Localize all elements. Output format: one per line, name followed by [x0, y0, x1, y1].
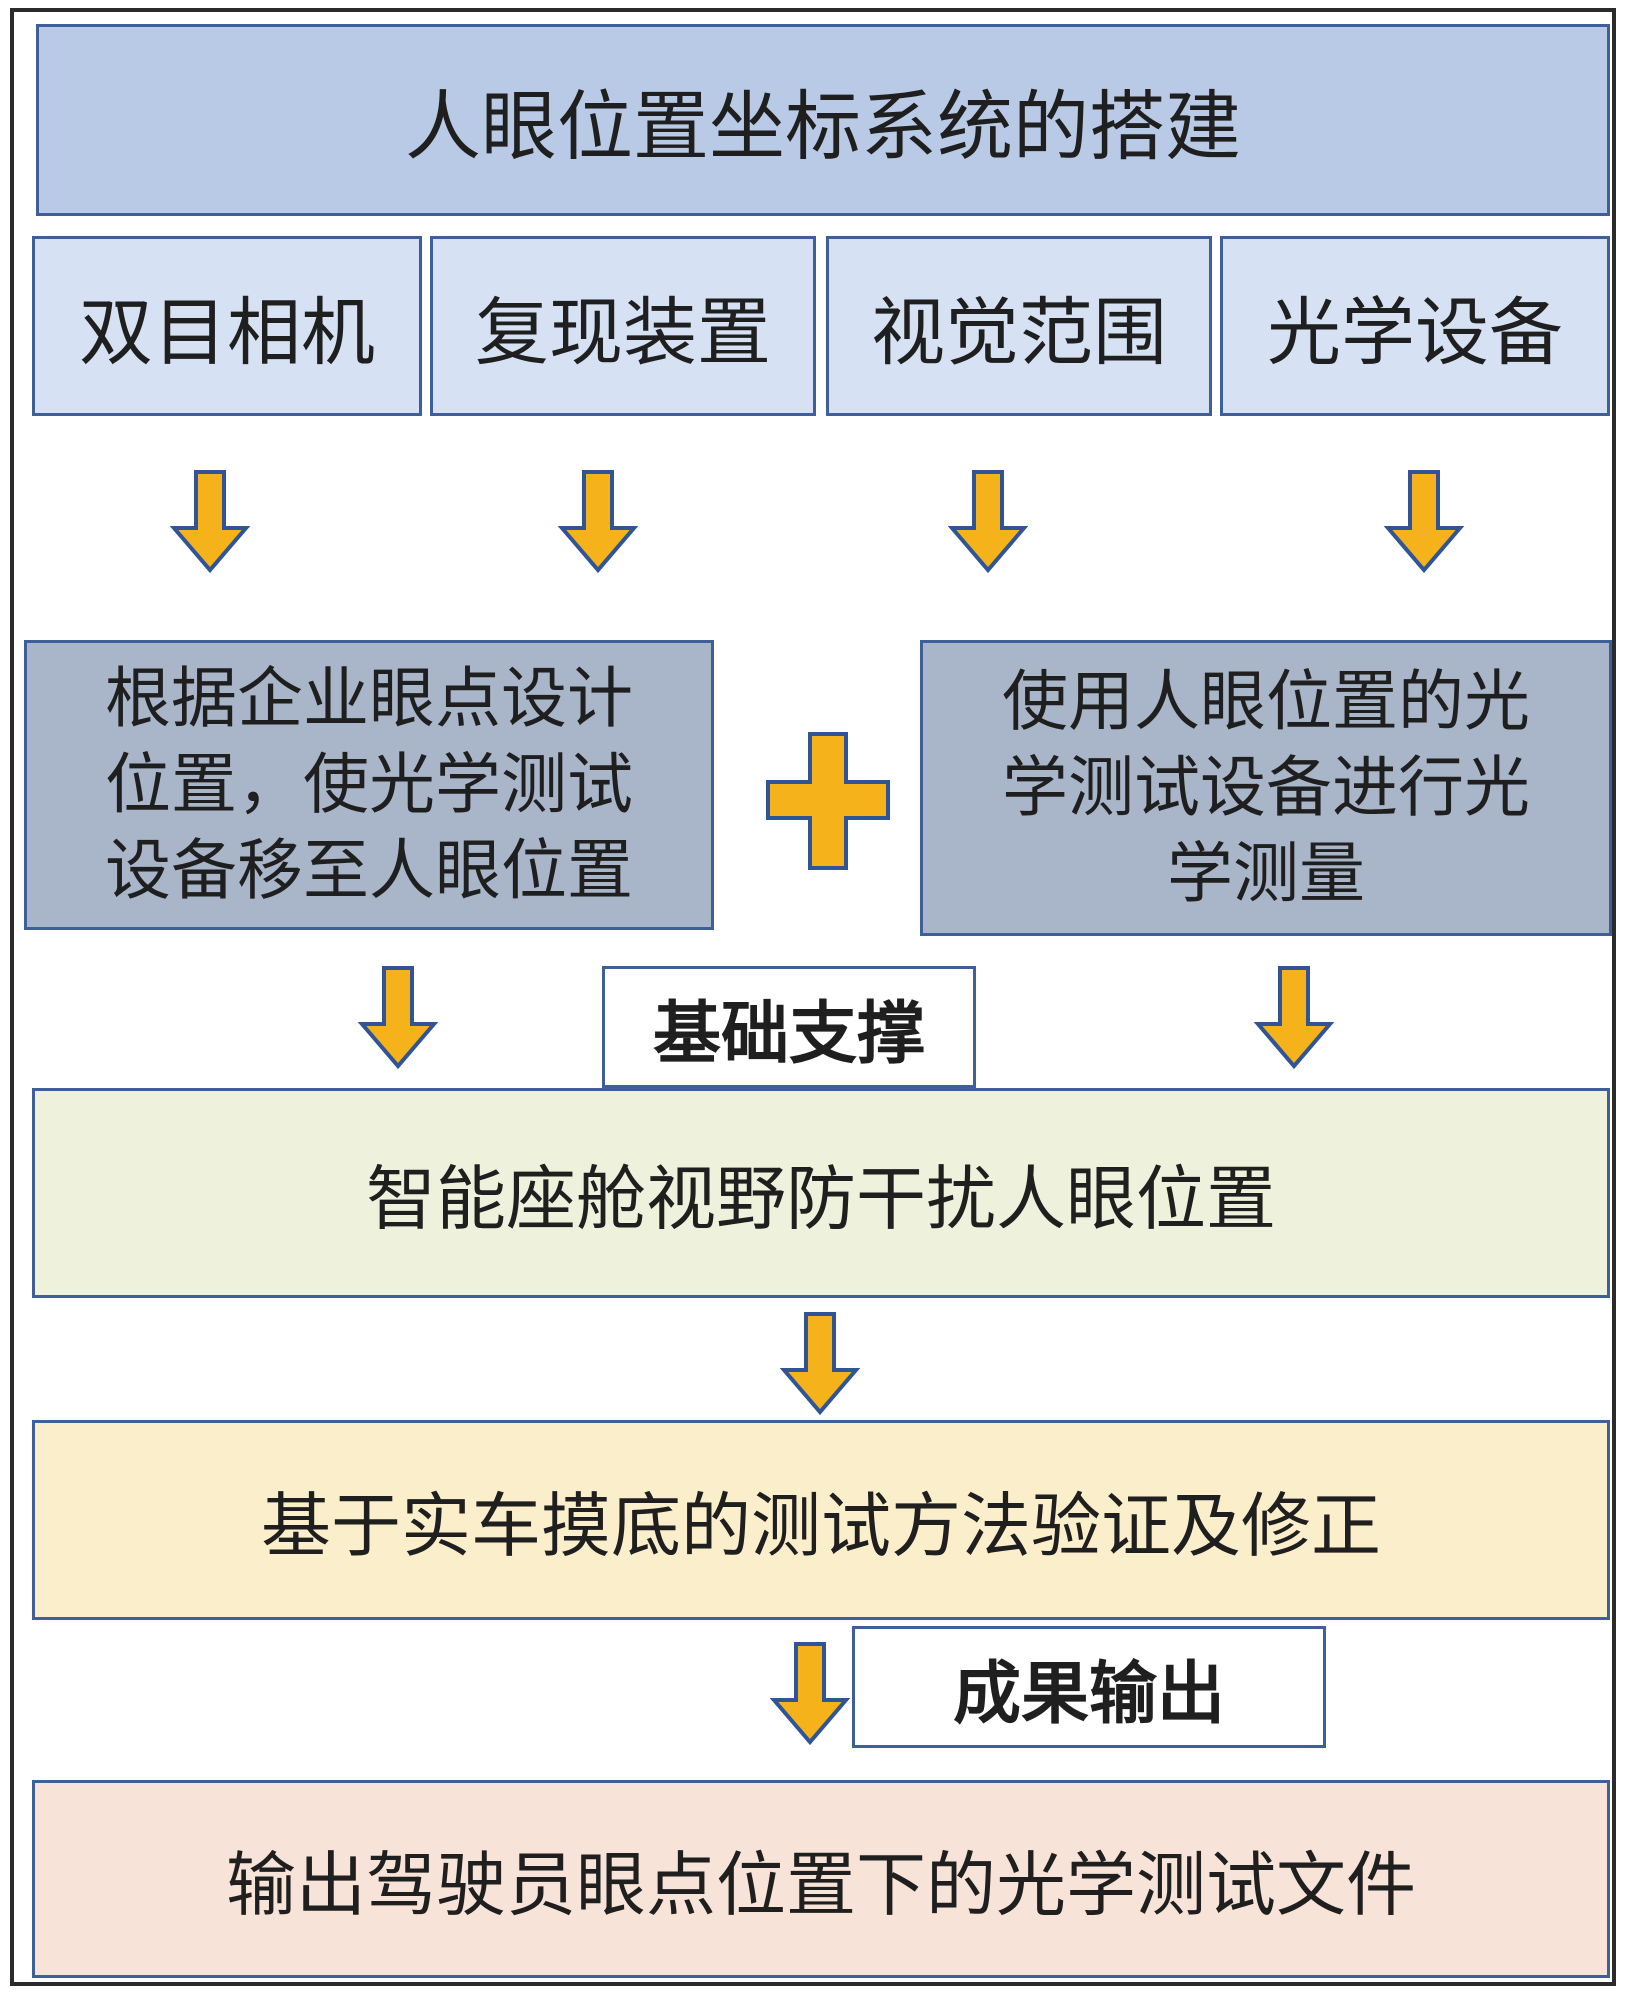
label-output-text: 成果输出 [952, 1654, 1225, 1734]
process-box-right: 使用人眼位置的光 学测试设备进行光 学测量 [920, 640, 1612, 936]
component-label: 复现装置 [475, 289, 771, 376]
label-foundation-support: 基础支撑 [602, 966, 976, 1088]
down-arrow-icon [950, 470, 1026, 572]
stage-validation-text: 基于实车摸底的测试方法验证及修正 [261, 1484, 1381, 1567]
component-reproduction-device: 复现装置 [430, 236, 816, 416]
down-arrow-icon [772, 1642, 848, 1744]
stage-interference-text: 智能座舱视野防干扰人眼位置 [366, 1157, 1276, 1240]
process-right-line: 学测试设备进行光 [1002, 749, 1530, 826]
process-left-line: 设备移至人眼位置 [105, 832, 633, 909]
stage-output-file-box: 输出驾驶员眼点位置下的光学测试文件 [32, 1780, 1610, 1978]
title-text: 人眼位置坐标系统的搭建 [405, 82, 1241, 171]
component-label: 光学设备 [1267, 289, 1563, 376]
component-label: 双目相机 [79, 289, 375, 376]
process-right-line: 使用人眼位置的光 [1002, 663, 1530, 740]
stage-output-text: 输出驾驶员眼点位置下的光学测试文件 [226, 1843, 1416, 1926]
component-visual-range: 视觉范围 [826, 236, 1212, 416]
stage-method-validation-box: 基于实车摸底的测试方法验证及修正 [32, 1420, 1610, 1620]
down-arrow-icon [560, 470, 636, 572]
plus-icon [766, 732, 890, 870]
process-box-left: 根据企业眼点设计 位置，使光学测试 设备移至人眼位置 [24, 640, 714, 930]
down-arrow-icon [782, 1312, 858, 1414]
label-result-output: 成果输出 [852, 1626, 1326, 1748]
process-left-line: 根据企业眼点设计 [105, 660, 633, 737]
down-arrow-icon [172, 470, 248, 572]
component-label: 视觉范围 [871, 289, 1167, 376]
process-right-line: 学测量 [1167, 835, 1365, 912]
stage-view-interference-box: 智能座舱视野防干扰人眼位置 [32, 1088, 1610, 1298]
title-box: 人眼位置坐标系统的搭建 [36, 24, 1610, 216]
down-arrow-icon [1256, 966, 1332, 1068]
label-support-text: 基础支撑 [652, 994, 925, 1074]
component-binocular-camera: 双目相机 [32, 236, 422, 416]
down-arrow-icon [1386, 470, 1462, 572]
down-arrow-icon [360, 966, 436, 1068]
process-left-line: 位置，使光学测试 [105, 746, 633, 823]
component-optical-equipment: 光学设备 [1220, 236, 1610, 416]
